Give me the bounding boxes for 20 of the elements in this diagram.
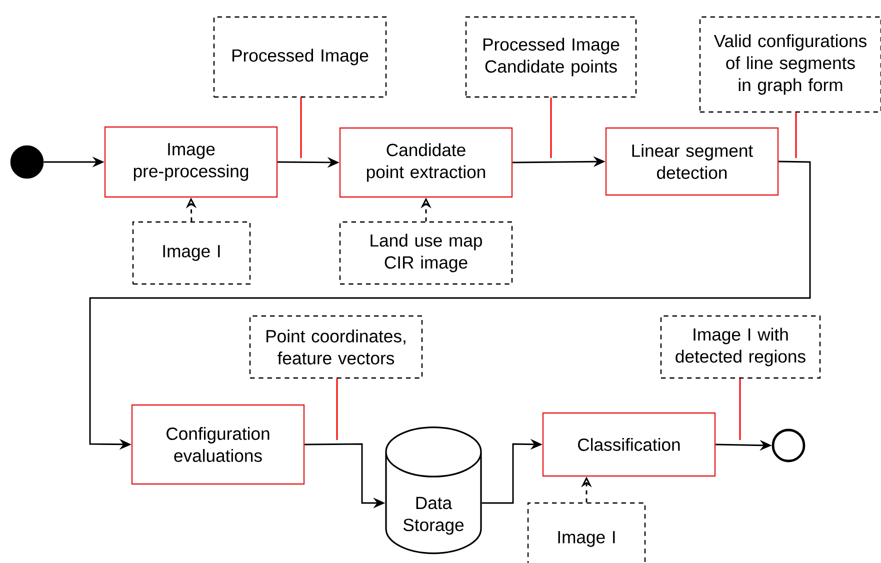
data-note-box: Valid configurations of line segments in graph form: [699, 16, 881, 113]
database-cylinder: Data Storage: [385, 426, 482, 554]
data-note-box: Land use map CIR image: [339, 221, 513, 285]
process-box: Classification: [542, 412, 716, 477]
process-box: Image pre-processing: [104, 126, 278, 198]
leader-line: [739, 378, 741, 440]
data-note-box: Image I: [132, 221, 251, 285]
leader-line: [795, 112, 797, 158]
data-note-box: Processed Image: [213, 16, 387, 98]
data-note-box: Image I: [527, 502, 646, 563]
process-box: Configuration evaluations: [131, 404, 305, 485]
process-box: Candidate point extraction: [339, 127, 513, 198]
leader-line: [300, 98, 302, 158]
process-box: Linear segment detection: [605, 127, 779, 196]
leader-line: [550, 98, 552, 158]
data-note-box: Point coordinates, feature vectors: [249, 315, 423, 379]
leader-line: [336, 378, 338, 440]
start-circle: [10, 145, 44, 179]
data-note-box: Processed Image Candidate points: [465, 16, 637, 98]
data-note-box: Image I with detected regions: [660, 315, 821, 379]
